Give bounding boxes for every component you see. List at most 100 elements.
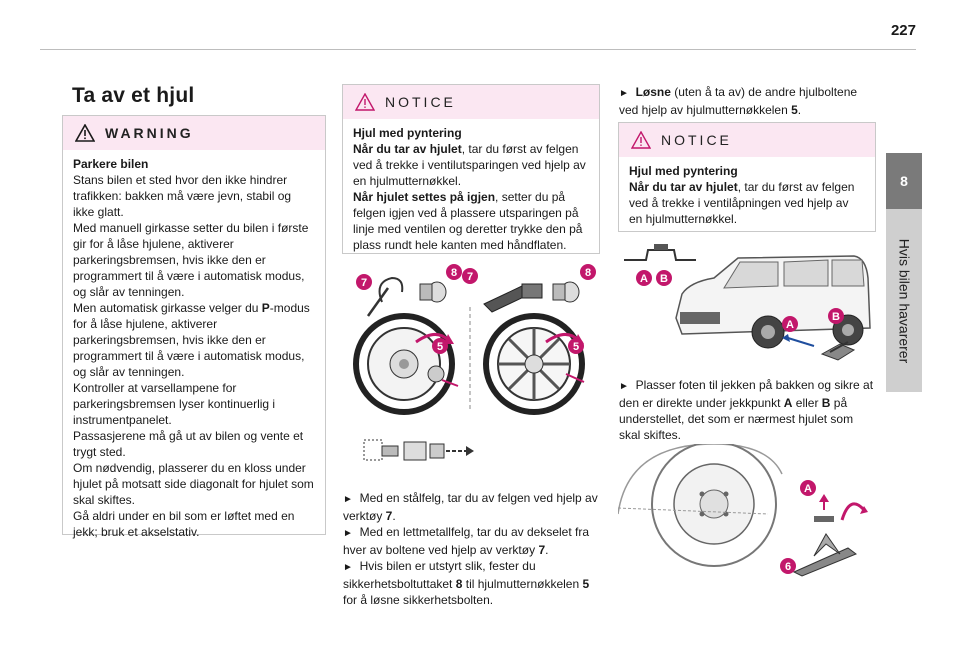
warning-paragraph: Med manuell girkasse setter du bilen i f… bbox=[73, 221, 309, 299]
bullet-icon: ► bbox=[619, 381, 629, 392]
callout-text: B bbox=[660, 273, 668, 285]
notice-body: Hjul med pyntering Når du tar av hjulet,… bbox=[343, 119, 599, 261]
callout-text: 8 bbox=[451, 267, 457, 279]
notice-box: NOTICE Hjul med pyntering Når du tar av … bbox=[618, 122, 876, 232]
van-icon bbox=[675, 255, 871, 349]
text-run-bold: Når du tar av hjulet bbox=[629, 180, 738, 194]
warning-paragraph: Kontroller at varsellampene for parkerin… bbox=[73, 381, 276, 427]
wheel-closeup-icon bbox=[618, 444, 783, 567]
step-item: ► Med en lettmetallfelg, tar du av dekse… bbox=[343, 524, 601, 558]
notice-triangle-icon bbox=[355, 93, 375, 111]
bullet-icon: ► bbox=[343, 528, 353, 539]
header-rule bbox=[40, 49, 916, 50]
callout-text: A bbox=[786, 319, 794, 331]
chapter-title-wrap: Hvis bilen havarerer bbox=[886, 209, 922, 392]
callout-text: 7 bbox=[361, 277, 367, 289]
callout-badge: 7 bbox=[462, 268, 478, 284]
car-jack-icon bbox=[820, 341, 856, 361]
chapter-tab-band bbox=[886, 209, 922, 392]
text-run-bold: 7 bbox=[538, 543, 546, 557]
text-run: Med en stålfelg, tar du av felgen ved hj… bbox=[343, 491, 598, 523]
warning-paragraph: Stans bilen et sted hvor den ikke hindre… bbox=[73, 173, 292, 219]
callout-text: A bbox=[804, 483, 812, 495]
bullet-icon: ► bbox=[343, 562, 353, 573]
text-run-bold: Når du tar av hjulet bbox=[353, 142, 462, 156]
rim-tool-icon bbox=[483, 283, 543, 313]
callout-text: 5 bbox=[573, 341, 579, 353]
notice-header: NOTICE bbox=[619, 123, 875, 157]
right-step: ► Plasser foten til jekken på bakken og … bbox=[619, 377, 877, 443]
security-bolt-icon bbox=[552, 281, 580, 303]
steel-wheel-icon bbox=[353, 313, 455, 415]
text-run: til hjulmutternøkkelen bbox=[462, 577, 583, 591]
jack-under-wheel-illustration: A 6 bbox=[618, 444, 868, 577]
text-run: Plasser foten til jekken på bakken og si… bbox=[619, 378, 874, 410]
warning-paragraph: Passasjerene må gå ut av bilen og vente … bbox=[73, 429, 304, 459]
step-item: ► Hvis bilen er utstyrt slik, fester du … bbox=[343, 558, 601, 608]
chapter-title: Hvis bilen havarerer bbox=[896, 238, 912, 363]
notice-heading: NOTICE bbox=[385, 94, 456, 110]
section-title: Ta av et hjul bbox=[72, 84, 195, 107]
notice-heading: NOTICE bbox=[661, 132, 732, 148]
mid-steps: ► Med en stålfelg, tar du av felgen ved … bbox=[343, 490, 601, 608]
bolt-extraction-icon bbox=[363, 439, 474, 461]
text-run: , tar du først av felgen ved å trekke i … bbox=[353, 142, 586, 188]
callout-badge: 8 bbox=[446, 264, 462, 280]
security-bolt-icon bbox=[419, 281, 447, 303]
warning-box: WARNING Parkere bilen Stans bilen et ste… bbox=[62, 115, 326, 539]
callout-text: 6 bbox=[785, 561, 791, 573]
step-item: ► Med en stålfelg, tar du av felgen ved … bbox=[343, 490, 601, 524]
text-run: . bbox=[797, 103, 802, 117]
text-run: , setter du på felgen igjen ved å plasse… bbox=[353, 190, 583, 252]
callout-badge: 5 bbox=[568, 338, 584, 354]
callout-badge: B bbox=[656, 270, 672, 286]
notice-header: NOTICE bbox=[343, 85, 599, 119]
notice-title: Hjul med pyntering bbox=[629, 164, 738, 178]
text-run-bold: 5 bbox=[791, 103, 798, 117]
text-run: . bbox=[545, 543, 549, 557]
notice-paragraph: Når du tar av hjulet, tar du først av fe… bbox=[353, 141, 589, 189]
notice-title: Hjul med pyntering bbox=[353, 126, 462, 140]
text-run-bold: 5 bbox=[582, 577, 590, 591]
callout-badge: A bbox=[800, 480, 816, 496]
hub-bolt-icon bbox=[427, 365, 445, 383]
callout-text: B bbox=[832, 311, 840, 323]
notice-paragraph: Når hjulet settes på igjen, setter du på… bbox=[353, 189, 589, 253]
text-run: . bbox=[392, 509, 396, 523]
warning-paragraph: Om nødvendig, plasserer du en kloss unde… bbox=[73, 461, 314, 507]
text-run: -modus for å låse hjulene, aktiverer par… bbox=[73, 301, 310, 379]
warning-paragraph: Men automatisk girkasse velger du P-modu… bbox=[73, 300, 315, 380]
callout-badge: 5 bbox=[432, 338, 448, 354]
callout-text: 7 bbox=[467, 271, 473, 283]
callout-badge: 6 bbox=[780, 558, 796, 574]
van-jack-points-illustration: A B A B bbox=[624, 244, 871, 361]
bullet-icon: ► bbox=[619, 88, 629, 99]
notice-body: Hjul med pyntering Når du tar av hjulet,… bbox=[619, 157, 875, 235]
alloy-wheel-icon bbox=[483, 313, 585, 415]
text-run: for å løsne sikkerhetsbolten. bbox=[343, 593, 494, 607]
text-run: , tar du først av felgen ved å trekke i … bbox=[629, 180, 855, 226]
bullet-icon: ► bbox=[343, 494, 353, 505]
callout-text: 5 bbox=[437, 341, 443, 353]
text-run-bold: Løsne bbox=[635, 85, 671, 99]
right-top-step: ► Løsne (uten å ta av) de andre hjulbolt… bbox=[619, 84, 877, 118]
callout-badge: 7 bbox=[356, 274, 372, 290]
callout-text: 8 bbox=[585, 267, 591, 279]
callout-badge: A bbox=[636, 270, 652, 286]
callout-badge: B bbox=[828, 308, 844, 324]
hook-tool-icon bbox=[366, 276, 404, 317]
text-run: på understellet, det som er nærmest hjul… bbox=[619, 396, 854, 442]
notice-box: NOTICE Hjul med pyntering Når du tar av … bbox=[342, 84, 600, 254]
car-jack-icon bbox=[792, 516, 858, 577]
text-run-bold: 7 bbox=[385, 509, 393, 523]
jack-point-inset-icon bbox=[624, 244, 696, 261]
text-run: eller bbox=[792, 396, 822, 410]
text-run-bold: P bbox=[261, 301, 270, 315]
text-run-bold: Når hjulet settes på igjen bbox=[353, 190, 496, 204]
wheel-removal-illustration: 7 8 7 8 5 5 bbox=[353, 264, 596, 461]
notice-triangle-icon bbox=[631, 131, 651, 149]
text-run-bold: B bbox=[821, 396, 831, 410]
chapter-tab: 8 bbox=[886, 153, 922, 209]
text-run: Med en lettmetallfelg, tar du av deksele… bbox=[343, 525, 590, 557]
callout-text: A bbox=[640, 273, 648, 285]
